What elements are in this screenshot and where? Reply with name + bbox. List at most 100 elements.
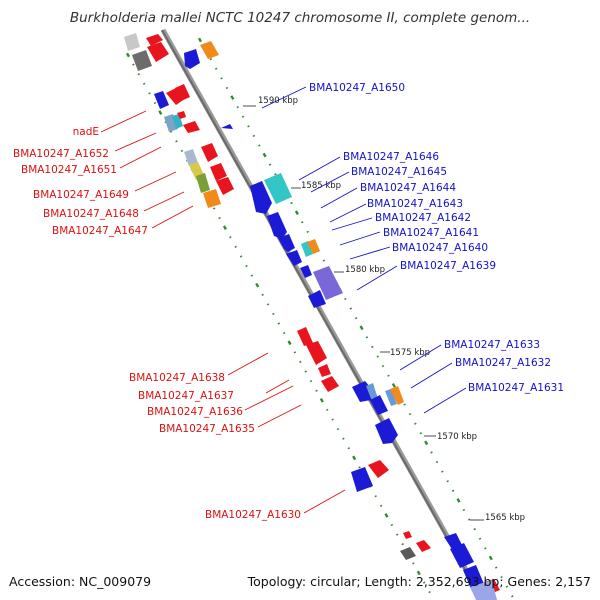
gene-feature[interactable] bbox=[313, 266, 343, 300]
gene-label-left[interactable]: BMA10247_A1638 bbox=[129, 372, 225, 384]
gene-label-left[interactable]: nadE bbox=[73, 126, 99, 138]
tick-mark bbox=[354, 317, 358, 320]
tick-mark bbox=[381, 364, 385, 368]
gene-feature[interactable] bbox=[177, 111, 186, 119]
tick-mark bbox=[359, 325, 364, 331]
gene-feature[interactable] bbox=[463, 565, 484, 589]
gene-feature[interactable] bbox=[264, 173, 292, 204]
gene-feature[interactable] bbox=[416, 540, 431, 552]
tick-mark bbox=[331, 418, 334, 421]
scale-label: 1565 kbp bbox=[485, 513, 525, 523]
gene-label-left[interactable]: BMA10247_A1649 bbox=[33, 189, 129, 201]
gene-label-right[interactable]: BMA10247_A1639 bbox=[400, 260, 496, 272]
tick-mark bbox=[257, 144, 261, 147]
gene-label-right[interactable]: BMA10247_A1641 bbox=[383, 227, 479, 239]
gene-feature[interactable] bbox=[301, 241, 313, 257]
gene-feature[interactable] bbox=[286, 250, 302, 266]
gene-label-left[interactable]: BMA10247_A1647 bbox=[52, 225, 148, 237]
gene-feature[interactable] bbox=[321, 376, 339, 392]
tick-mark bbox=[358, 466, 361, 469]
gene-feature[interactable] bbox=[370, 395, 388, 415]
gene-feature[interactable] bbox=[368, 460, 389, 478]
left-leaders bbox=[100, 110, 346, 514]
tick-mark bbox=[294, 210, 299, 215]
tick-mark bbox=[478, 537, 482, 540]
scale-label: 1580 kbp bbox=[345, 265, 385, 275]
gene-feature[interactable] bbox=[132, 50, 152, 71]
gene-feature[interactable] bbox=[183, 121, 200, 133]
tick-mark bbox=[462, 508, 466, 512]
gene-feature[interactable] bbox=[366, 383, 378, 401]
tick-mark bbox=[430, 451, 433, 454]
gene-label-left[interactable]: BMA10247_A1637 bbox=[138, 390, 234, 402]
gene-feature[interactable] bbox=[147, 42, 169, 62]
tick-mark bbox=[132, 63, 135, 66]
tick-mark bbox=[387, 374, 390, 377]
gene-feature[interactable] bbox=[154, 91, 169, 109]
gene-label-right[interactable]: BMA10247_A1643 bbox=[367, 198, 463, 210]
gene-feature[interactable] bbox=[375, 418, 398, 444]
gene-feature[interactable] bbox=[196, 173, 210, 193]
gene-feature[interactable] bbox=[390, 386, 404, 405]
tick-mark bbox=[379, 504, 383, 507]
gene-feature[interactable] bbox=[444, 533, 462, 549]
gene-label-left[interactable]: BMA10247_A1630 bbox=[205, 509, 301, 521]
gene-feature[interactable] bbox=[200, 41, 219, 59]
gene-feature[interactable] bbox=[351, 467, 373, 492]
gene-feature[interactable] bbox=[297, 327, 313, 346]
gene-feature[interactable] bbox=[221, 124, 233, 129]
gene-feature[interactable] bbox=[318, 364, 331, 377]
gene-label-left[interactable]: BMA10247_A1648 bbox=[43, 208, 139, 220]
gene-label-right[interactable]: BMA10247_A1632 bbox=[455, 357, 551, 369]
tick-mark bbox=[272, 312, 275, 316]
tick-mark bbox=[424, 440, 429, 446]
gene-label-right[interactable]: BMA10247_A1642 bbox=[375, 212, 471, 224]
gene-label-right[interactable]: BMA10247_A1640 bbox=[392, 242, 488, 254]
gene-feature[interactable] bbox=[267, 212, 287, 239]
gene-feature[interactable] bbox=[400, 547, 416, 560]
tick-mark bbox=[209, 58, 213, 61]
tick-mark bbox=[352, 455, 357, 461]
gene-feature[interactable] bbox=[216, 177, 234, 195]
gene-label-right[interactable]: BMA10247_A1645 bbox=[351, 166, 447, 178]
gene-feature[interactable] bbox=[250, 181, 272, 214]
tick-mark bbox=[158, 110, 163, 115]
gene-feature[interactable] bbox=[306, 341, 327, 365]
tick-mark bbox=[342, 437, 345, 440]
gene-feature[interactable] bbox=[146, 34, 163, 46]
tick-mark bbox=[245, 264, 248, 268]
gene-feature[interactable] bbox=[184, 149, 198, 166]
gene-label-left[interactable]: BMA10247_A1652 bbox=[13, 148, 109, 160]
tick-mark bbox=[229, 236, 232, 239]
gene-label-left[interactable]: BMA10247_A1635 bbox=[159, 423, 255, 435]
gene-label-right[interactable]: BMA10247_A1631 bbox=[468, 382, 564, 394]
gene-feature[interactable] bbox=[210, 163, 227, 181]
gene-feature[interactable] bbox=[385, 389, 397, 406]
gene-feature[interactable] bbox=[470, 580, 497, 600]
gene-label-left[interactable]: BMA10247_A1636 bbox=[147, 406, 243, 418]
gene-label-right[interactable]: BMA10247_A1646 bbox=[343, 151, 439, 163]
accession-text: Accession: NC_009079 bbox=[9, 574, 152, 589]
gene-feature[interactable] bbox=[175, 84, 190, 101]
gene-label-right[interactable]: BMA10247_A1650 bbox=[309, 82, 405, 94]
gene-label-right[interactable]: BMA10247_A1644 bbox=[360, 182, 456, 194]
tick-mark bbox=[416, 570, 421, 576]
gene-label-right[interactable]: BMA10247_A1633 bbox=[444, 339, 540, 351]
tick-mark bbox=[511, 595, 514, 598]
gene-feature[interactable] bbox=[403, 531, 412, 539]
gene-feature[interactable] bbox=[450, 543, 474, 568]
gene-feature[interactable] bbox=[307, 239, 320, 254]
gene-feature[interactable] bbox=[203, 189, 221, 208]
gene-feature[interactable] bbox=[201, 143, 218, 162]
left-labels: nadE BMA10247_A1652 BMA10247_A1651 BMA10… bbox=[13, 126, 301, 521]
gene-feature[interactable] bbox=[124, 33, 140, 51]
gene-label-left[interactable]: BMA10247_A1651 bbox=[21, 164, 117, 176]
gene-feature[interactable] bbox=[278, 234, 295, 252]
gene-feature[interactable] bbox=[308, 290, 326, 308]
gene-feature[interactable] bbox=[300, 265, 312, 278]
tick-mark bbox=[125, 52, 131, 58]
tick-mark bbox=[137, 73, 141, 76]
tick-mark bbox=[322, 259, 326, 262]
gene-feature[interactable] bbox=[184, 49, 200, 69]
